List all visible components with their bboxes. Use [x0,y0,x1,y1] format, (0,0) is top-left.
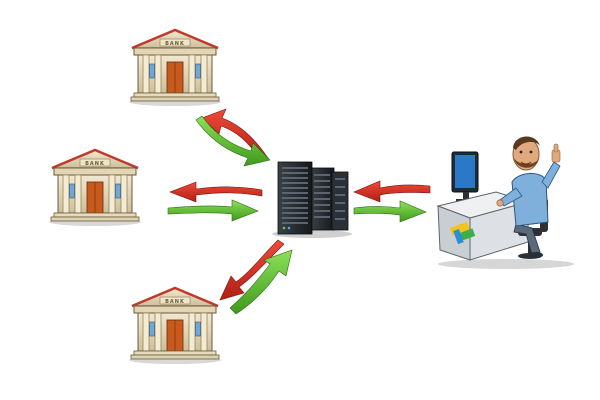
bank-top: BANK [127,28,223,108]
arrow-red-to-bank-top [201,108,269,163]
arrow-red-to-server [353,180,431,203]
bank-sign: BANK [165,299,185,305]
arrow-green-to-server-bottom [229,249,293,315]
lmax-logo [450,221,476,245]
flow-middle-bank-server [167,181,263,222]
arrow-green-to-server-middle [167,199,259,222]
flow-bottom-bank-server [219,239,293,315]
bank-sign: BANK [165,41,185,47]
arrow-red-to-bank-middle [169,181,263,203]
bank-bottom: BANK [127,286,223,366]
flow-top-bank-server [195,108,271,167]
flow-server-trader [353,180,431,223]
trader-at-desk-icon [436,136,574,269]
arrow-green-to-trader [353,200,427,223]
bank-middle: BANK [47,148,143,228]
bank-sign: BANK [85,161,105,167]
arrow-green-to-server-top [195,115,271,167]
server-rack-icon [272,161,352,238]
